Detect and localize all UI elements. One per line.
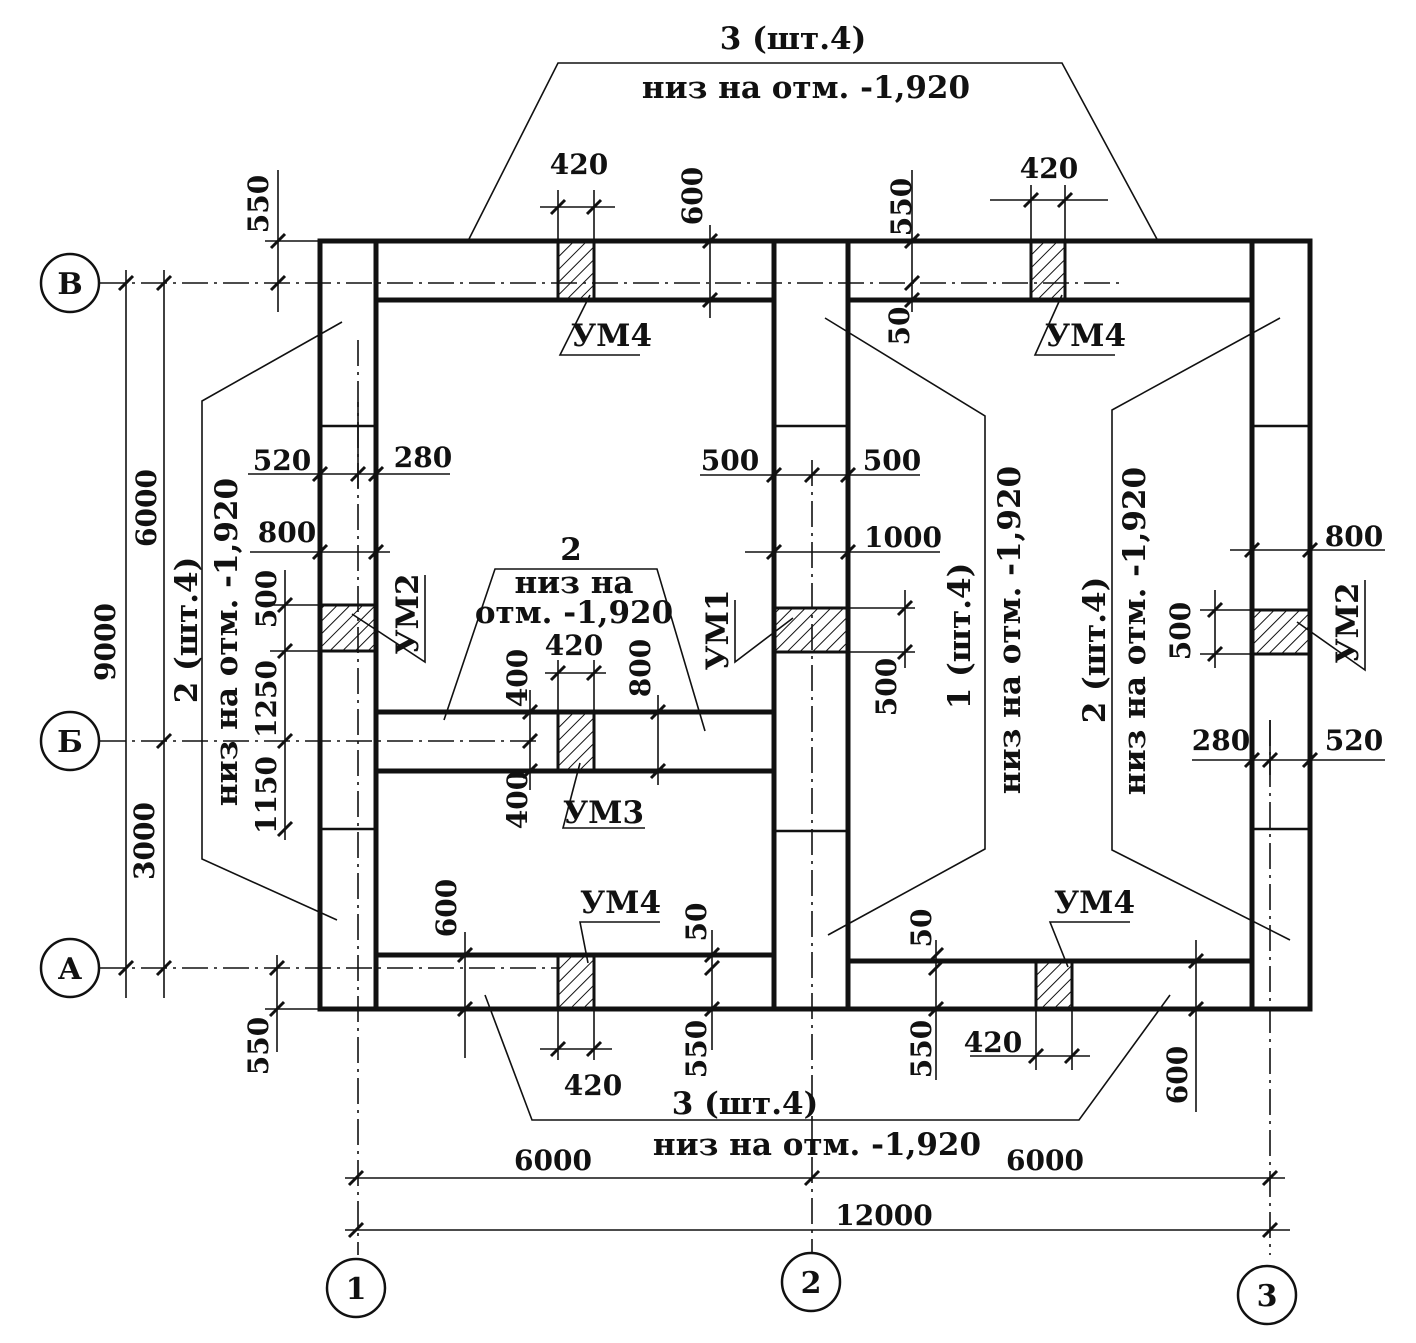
dim-9000-left: 9000 bbox=[89, 603, 122, 681]
dim-6000-left: 6000 bbox=[130, 469, 163, 547]
node-label-um4-top-left: УМ4 bbox=[571, 318, 652, 354]
dim-600-top: 600 bbox=[676, 167, 709, 225]
beam-right-mark: 2 (шт.4) bbox=[1077, 577, 1113, 724]
axis-label-a: А bbox=[58, 952, 83, 987]
dim-550-bottom-left: 550 bbox=[242, 1017, 275, 1075]
node-um3 bbox=[556, 710, 596, 773]
node-um4-top-left bbox=[556, 239, 596, 302]
dim-12000-bottom: 12000 bbox=[835, 1199, 932, 1232]
beam-left-mark: 2 (шт.4) bbox=[169, 557, 205, 704]
dim-520-right: 520 bbox=[1325, 724, 1383, 757]
axis-bubble-a: А bbox=[39, 937, 101, 999]
beam-center-mark: 1 (шт.4) bbox=[942, 563, 978, 710]
node-um4-bottom-right bbox=[1034, 959, 1074, 1011]
axis-bubble-v: В bbox=[39, 252, 101, 314]
dim-500-center-right: 500 bbox=[863, 444, 921, 477]
dim-500-left: 500 bbox=[250, 570, 283, 628]
dim-420-bottom-left: 420 bbox=[564, 1069, 622, 1102]
node-label-um2-right: УМ2 bbox=[1330, 582, 1366, 663]
dim-420-bottom-right: 420 bbox=[964, 1026, 1022, 1059]
axis-bubble-3: 3 bbox=[1236, 1264, 1298, 1326]
node-label-um4-top-right: УМ4 bbox=[1045, 318, 1126, 354]
dim-1250-left: 1250 bbox=[250, 660, 283, 738]
node-um4-top-right bbox=[1029, 239, 1067, 302]
axis-bubble-b: Б bbox=[39, 710, 101, 772]
axis-bubble-1: 1 bbox=[325, 1257, 387, 1319]
dim-280-left: 280 bbox=[394, 441, 452, 474]
beam-bottom-note: низ на отм. -1,920 bbox=[653, 1127, 981, 1163]
beam-label-top: 3 (шт.4) низ на отм. -1,920 bbox=[642, 21, 970, 106]
dim-50-bottom-left: 50 bbox=[680, 903, 713, 942]
beam-middle-note-1: низ на bbox=[514, 565, 633, 601]
beam-label-bottom: 3 (шт.4) низ на отм. -1,920 bbox=[653, 1086, 981, 1163]
dim-800-middle: 800 bbox=[624, 639, 657, 697]
dim-500-um1: 500 bbox=[870, 658, 903, 716]
dim-550-top-right: 550 bbox=[885, 178, 918, 236]
dim-400-middle-top: 400 bbox=[501, 649, 534, 707]
axis-bubble-2: 2 bbox=[780, 1251, 842, 1313]
beam-bottom-mark: 3 (шт.4) bbox=[672, 1086, 819, 1122]
node-label-um3: УМ3 bbox=[563, 795, 644, 831]
node-label-um1: УМ1 bbox=[700, 589, 736, 670]
axis-label-v: В bbox=[57, 267, 82, 302]
hatched-nodes bbox=[318, 239, 1312, 1011]
node-labels: УМ4 УМ4 УМ4 УМ4 УМ3 УМ2 УМ2 УМ1 bbox=[390, 318, 1366, 921]
dim-520-left: 520 bbox=[253, 444, 311, 477]
dim-550-bottom-right: 550 bbox=[905, 1020, 938, 1078]
beam-label-middle: 2 низ на отм. -1,920 bbox=[475, 532, 673, 631]
dim-550-top-left: 550 bbox=[242, 175, 275, 233]
dim-420-top-left: 420 bbox=[550, 148, 608, 181]
dimension-texts: 420 420 420 420 420 520 280 800 500 500 … bbox=[89, 148, 1383, 1232]
axis-label-2: 2 bbox=[801, 1266, 822, 1301]
beam-middle-note-2: отм. -1,920 bbox=[475, 595, 673, 631]
node-label-um4-bottom-right: УМ4 bbox=[1054, 885, 1135, 921]
dim-1000-center: 1000 bbox=[864, 521, 942, 554]
axis-label-b: Б bbox=[57, 725, 83, 760]
dim-1150-left: 1150 bbox=[250, 756, 283, 834]
dim-600-bottom-left: 600 bbox=[430, 879, 463, 937]
dim-6000-bottom-left: 6000 bbox=[514, 1144, 592, 1177]
dim-550-bottom-middle: 550 bbox=[680, 1020, 713, 1078]
dim-800-left: 800 bbox=[258, 516, 316, 549]
dim-500-right: 500 bbox=[1164, 602, 1197, 660]
dim-50-bottom-right: 50 bbox=[905, 909, 938, 948]
leader-lines bbox=[201, 62, 1366, 1121]
beam-label-center: 1 (шт.4) низ на отм. -1,920 bbox=[942, 466, 1028, 794]
dim-500-center-left: 500 bbox=[701, 444, 759, 477]
beam-left-note: низ на отм. -1,920 bbox=[209, 478, 245, 806]
node-um2-left bbox=[318, 603, 378, 653]
node-label-um2-left: УМ2 bbox=[390, 573, 426, 654]
node-um1 bbox=[772, 606, 850, 654]
node-um2-right bbox=[1250, 608, 1312, 656]
beam-top-mark: 3 (шт.4) bbox=[720, 21, 867, 57]
dim-420-middle: 420 bbox=[545, 629, 603, 662]
dim-600-bottom-right: 600 bbox=[1161, 1046, 1194, 1104]
beam-center-note: низ на отм. -1,920 bbox=[992, 466, 1028, 794]
dim-3000-left: 3000 bbox=[128, 802, 161, 880]
axis-label-1: 1 bbox=[346, 1272, 367, 1307]
beam-top-note: низ на отм. -1,920 bbox=[642, 70, 970, 106]
axis-label-3: 3 bbox=[1257, 1279, 1278, 1314]
beam-label-right: 2 (шт.4) низ на отм. -1,920 bbox=[1077, 467, 1153, 795]
dim-280-right: 280 bbox=[1192, 724, 1250, 757]
beam-middle-mark: 2 bbox=[560, 532, 582, 568]
dim-50-top-right: 50 bbox=[883, 307, 916, 346]
dim-6000-bottom-right: 6000 bbox=[1006, 1144, 1084, 1177]
beam-right-note: низ на отм. -1,920 bbox=[1117, 467, 1153, 795]
beam-label-left: 2 (шт.4) низ на отм. -1,920 bbox=[169, 478, 245, 806]
dim-400-middle-bottom: 400 bbox=[501, 771, 534, 829]
dim-800-right: 800 bbox=[1325, 520, 1383, 553]
dimension-lines bbox=[117, 170, 1385, 1239]
node-label-um4-bottom-left: УМ4 bbox=[580, 885, 661, 921]
dim-420-top-right: 420 bbox=[1020, 152, 1078, 185]
node-um4-bottom-left bbox=[556, 953, 596, 1011]
